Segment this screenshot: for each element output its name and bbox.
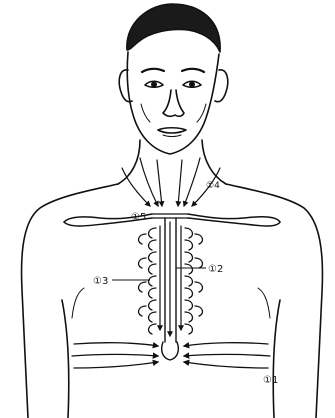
right-eyebrow bbox=[182, 69, 204, 72]
sternal-arrows bbox=[160, 222, 181, 336]
right-clavicle bbox=[188, 214, 280, 222]
left-ear bbox=[119, 70, 132, 102]
right-armpit bbox=[273, 300, 280, 418]
rib-arrow-right-2 bbox=[184, 355, 270, 357]
rib-arrow-left-3 bbox=[74, 362, 158, 368]
rib-arrow-right-1 bbox=[184, 343, 268, 346]
label-step1: ①1 bbox=[263, 375, 278, 386]
rib-arrow-left-2 bbox=[72, 355, 158, 357]
right-pupil bbox=[190, 82, 194, 86]
left-eyebrow bbox=[142, 69, 164, 72]
face-outline bbox=[127, 52, 219, 154]
nose bbox=[163, 90, 184, 116]
label-step2: ①2 bbox=[208, 264, 223, 275]
head bbox=[119, 4, 228, 154]
right-ear bbox=[215, 70, 228, 102]
clavicles bbox=[64, 214, 280, 226]
xiphoid bbox=[162, 342, 179, 360]
left-pupil bbox=[152, 82, 156, 86]
rib-arrow-right-3 bbox=[184, 362, 268, 368]
label-step5: ①5 bbox=[131, 212, 146, 223]
left-armpit bbox=[62, 300, 69, 418]
hair bbox=[127, 4, 220, 52]
mouth bbox=[158, 128, 186, 133]
neck-right bbox=[202, 140, 226, 184]
rib-arrow-left-1 bbox=[74, 343, 158, 346]
neck-left bbox=[118, 140, 140, 184]
sternal-notch bbox=[152, 214, 188, 218]
rib-arrows bbox=[72, 343, 270, 368]
label-step4: ①4 bbox=[206, 181, 220, 191]
label-step3: ①3 bbox=[93, 276, 108, 287]
